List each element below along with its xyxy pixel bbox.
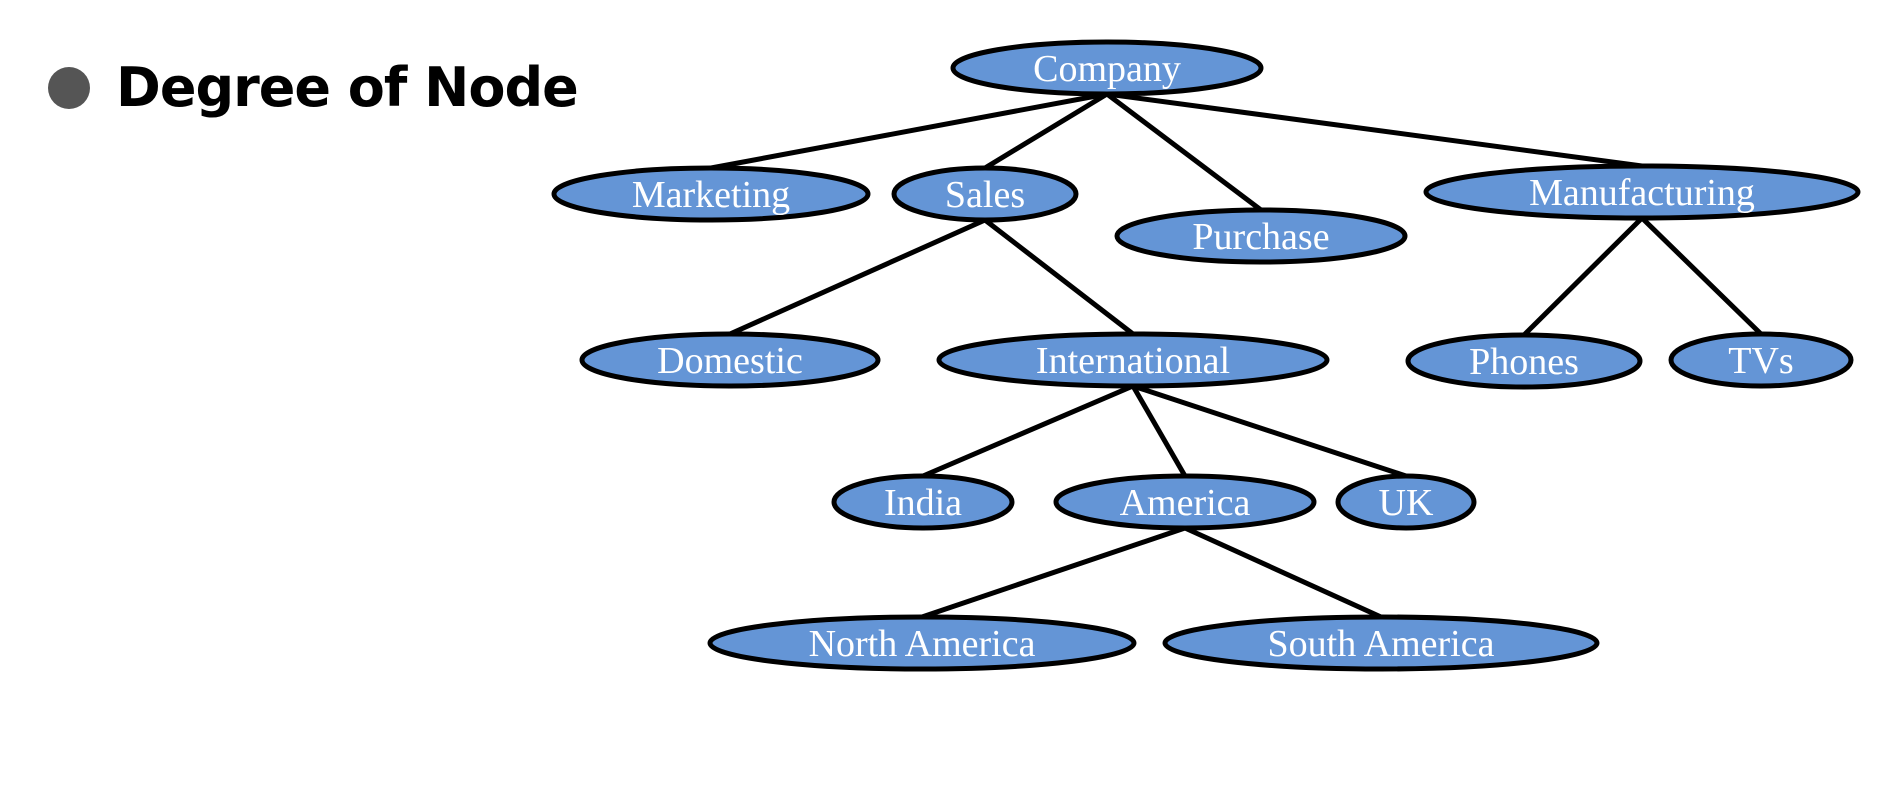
node-manufacturing: Manufacturing <box>1423 163 1861 221</box>
node-india: India <box>831 473 1015 531</box>
edge-manufacturing-phones <box>1522 216 1644 337</box>
node-shape-south-america <box>1162 614 1600 672</box>
node-shape-uk <box>1335 473 1477 531</box>
node-label-domestic: Domestic <box>657 340 803 382</box>
node-phones: Phones <box>1405 332 1643 390</box>
node-tvs: TVs <box>1668 331 1854 389</box>
edge-company-manufacturing <box>1106 91 1643 169</box>
node-domestic: Domestic <box>579 331 881 389</box>
node-shape-phones <box>1405 332 1643 390</box>
node-uk: UK <box>1335 473 1477 531</box>
node-south-america: South America <box>1162 614 1600 672</box>
heading-title: Degree of Node <box>116 56 579 119</box>
node-label-america: America <box>1120 482 1251 524</box>
node-north-america: North America <box>707 614 1137 672</box>
edge-international-uk <box>1132 383 1407 479</box>
node-label-phones: Phones <box>1469 341 1579 383</box>
node-label-manufacturing: Manufacturing <box>1529 172 1755 214</box>
node-label-sales: Sales <box>945 174 1025 216</box>
node-label-north-america: North America <box>809 623 1036 665</box>
node-international: International <box>936 331 1330 389</box>
node-shape-north-america <box>707 614 1137 672</box>
node-shape-america <box>1053 473 1317 531</box>
edge-america-south-america <box>1183 525 1383 620</box>
edge-sales-international <box>983 218 1135 336</box>
node-company: Company <box>950 39 1264 97</box>
node-shape-india <box>831 473 1015 531</box>
node-shape-purchase <box>1114 207 1408 265</box>
edge-america-north-america <box>921 525 1186 620</box>
node-label-purchase: Purchase <box>1192 216 1329 258</box>
node-shape-domestic <box>579 331 881 389</box>
node-label-india: India <box>884 482 962 524</box>
node-label-company: Company <box>1033 48 1181 90</box>
edge-manufacturing-tvs <box>1640 216 1763 336</box>
node-shape-international <box>936 331 1330 389</box>
node-purchase: Purchase <box>1114 207 1408 265</box>
edge-international-america <box>1130 384 1188 478</box>
node-shape-tvs <box>1668 331 1854 389</box>
node-shape-marketing <box>551 165 871 223</box>
node-label-marketing: Marketing <box>632 174 790 216</box>
node-label-international: International <box>1036 340 1230 382</box>
edge-company-sales <box>983 91 1109 171</box>
heading: Degree of Node <box>48 56 579 119</box>
bullet-icon <box>48 66 90 109</box>
node-shape-sales <box>891 165 1079 223</box>
edge-international-india <box>922 383 1134 479</box>
node-sales: Sales <box>891 165 1079 223</box>
node-shape-company <box>950 39 1264 97</box>
node-label-south-america: South America <box>1268 623 1495 665</box>
edge-sales-domestic <box>728 217 987 337</box>
edges-layer <box>710 91 1763 620</box>
edge-company-purchase <box>1105 92 1263 212</box>
node-label-tvs: TVs <box>1728 340 1793 382</box>
edge-company-marketing <box>710 91 1108 171</box>
node-america: America <box>1053 473 1317 531</box>
node-shape-manufacturing <box>1423 163 1861 221</box>
node-marketing: Marketing <box>551 165 871 223</box>
node-label-uk: UK <box>1379 482 1434 524</box>
